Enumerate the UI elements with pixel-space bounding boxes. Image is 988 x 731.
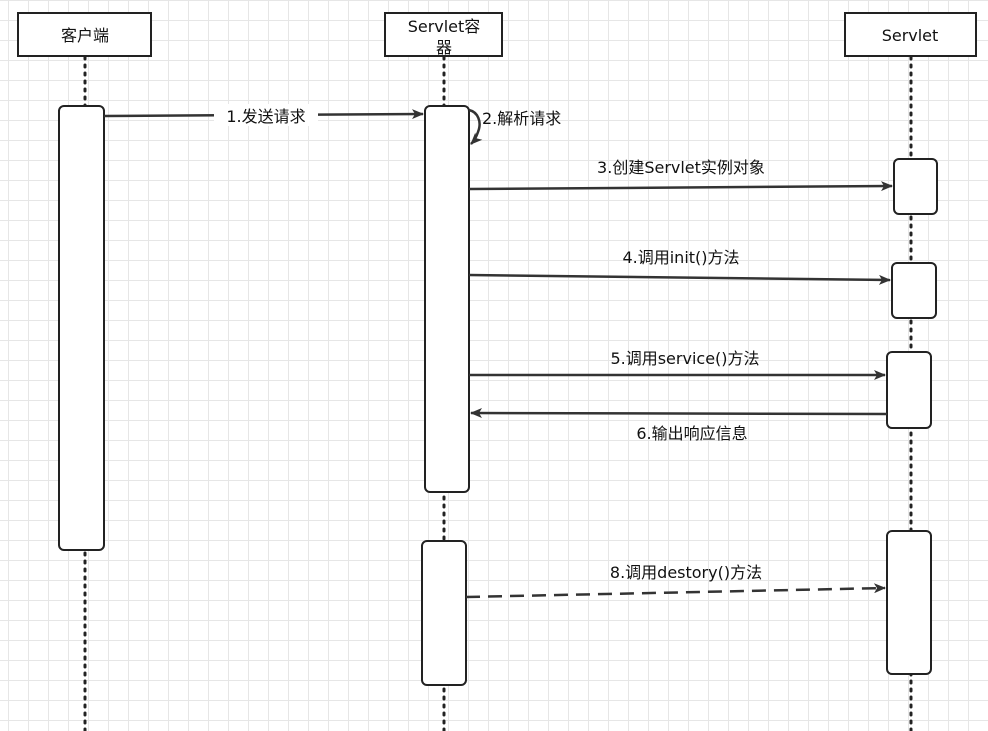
message-create-instance: 3.创建Servlet实例对象 (468, 158, 893, 192)
message-parse-request-label: 2.解析请求 (482, 109, 561, 128)
message-call-service-label: 5.调用service()方法 (610, 349, 759, 368)
message-call-init: 4.调用init()方法 (468, 248, 891, 285)
participant-servlet-container-label-line1: Servlet容 (408, 17, 481, 36)
participant-servlet-container[interactable]: Servlet容 器 (384, 12, 503, 57)
message-call-init-arrow (468, 273, 891, 285)
participant-servlet[interactable]: Servlet (844, 12, 977, 57)
message-output-response-label: 6.输出响应信息 (636, 424, 747, 443)
message-create-instance-arrow (468, 181, 893, 192)
activation-servlet-service (886, 351, 932, 429)
message-call-destroy-label: 8.调用destory()方法 (610, 563, 762, 582)
message-call-destroy-arrow (465, 583, 886, 599)
message-send-request-label: 1.发送请求 (226, 107, 305, 126)
message-output-response-arrow (470, 408, 888, 419)
activation-servlet-destroy (886, 530, 932, 675)
message-call-destroy: 8.调用destory()方法 (465, 563, 886, 599)
activation-servlet-init (891, 262, 937, 319)
participant-servlet-label: Servlet (882, 26, 939, 45)
message-call-init-label: 4.调用init()方法 (622, 248, 739, 267)
message-call-service: 5.调用service()方法 (469, 349, 886, 380)
participant-client-label: 客户端 (61, 26, 109, 45)
message-parse-request: 2.解析请求 (468, 108, 561, 145)
activation-client (58, 105, 105, 551)
activation-container-1 (424, 105, 470, 493)
message-send-request: 1.发送请求 (103, 104, 424, 126)
message-create-instance-label: 3.创建Servlet实例对象 (597, 158, 765, 177)
message-output-response: 6.输出响应信息 (470, 408, 888, 443)
activation-container-2 (421, 540, 467, 686)
participant-servlet-container-label-line2: 器 (436, 38, 452, 57)
message-send-request-label-bg (214, 104, 318, 126)
activation-servlet-create (893, 158, 938, 215)
participant-client[interactable]: 客户端 (17, 12, 152, 57)
message-parse-request-arrow (468, 108, 483, 145)
